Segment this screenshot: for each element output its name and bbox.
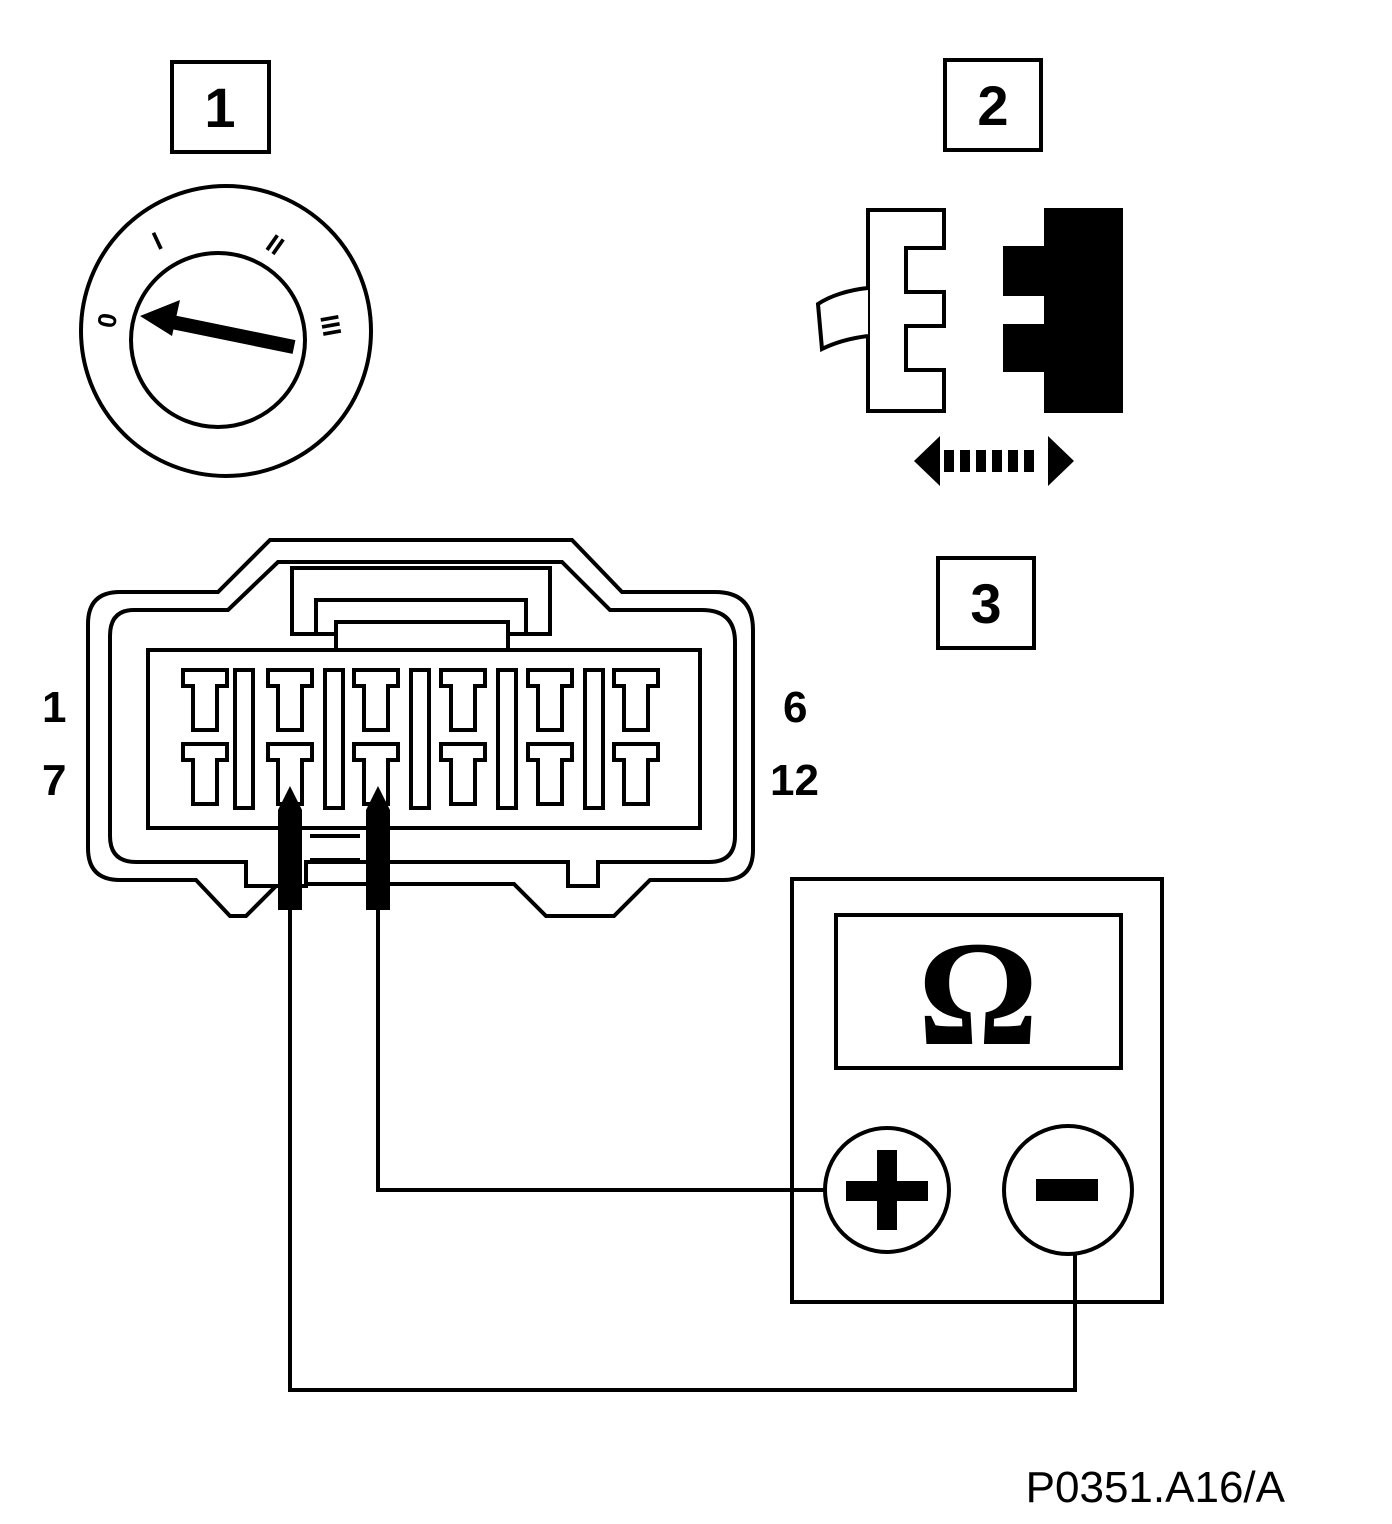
pin-separator-4 — [496, 668, 518, 810]
connector-pin-2 — [266, 668, 314, 732]
callout-2: 2 — [943, 58, 1043, 152]
connector-pin-8 — [266, 742, 314, 806]
pin-separator-2 — [323, 668, 345, 810]
connector-pin-5 — [526, 668, 574, 732]
figure-reference-code: P0351.A16/A — [1026, 1463, 1286, 1512]
connector-pin-1 — [181, 668, 229, 732]
double-arrow-icon — [914, 436, 1074, 486]
plus-terminal-icon — [823, 1126, 951, 1254]
switch-position-3: III — [314, 312, 347, 339]
test-probe-right — [366, 786, 390, 910]
connector-pin-7 — [181, 742, 229, 806]
callout-2-label: 2 — [977, 74, 1008, 137]
pin-label-12: 12 — [770, 756, 819, 805]
pin-label-7: 7 — [42, 756, 66, 805]
callout-1: 1 — [170, 60, 271, 154]
connector-pin-3 — [352, 668, 400, 732]
connector-pin-6 — [612, 668, 660, 732]
lead-to-minus — [288, 910, 1077, 1392]
pin-separator-5 — [583, 668, 605, 810]
connector-pin-4 — [439, 668, 487, 732]
connector-pin-10 — [439, 742, 487, 806]
ohmmeter: Ω — [790, 877, 1164, 1304]
test-leads — [288, 910, 1077, 1392]
connector-pin-field — [181, 668, 660, 810]
connector-pin-9 — [352, 742, 400, 806]
callout-1-label: 1 — [204, 76, 235, 139]
pin-label-1: 1 — [42, 683, 66, 732]
connector-key-slot — [310, 834, 360, 862]
ohm-symbol: Ω — [918, 911, 1038, 1077]
switch-position-0: 0 — [91, 311, 123, 330]
ignition-switch-dial: 0 I II III — [79, 184, 373, 478]
lead-to-plus — [376, 910, 825, 1192]
callout-3: 3 — [936, 556, 1036, 650]
switch-pointer-arrow-icon — [140, 300, 296, 354]
pin-label-6: 6 — [783, 683, 807, 732]
test-probe-left — [278, 786, 302, 910]
ohmmeter-display — [834, 913, 1123, 1070]
callout-3-label: 3 — [970, 572, 1001, 635]
connector-pin-12 — [612, 742, 660, 806]
connector-disconnect-icon — [815, 208, 1123, 486]
pin-separator-1 — [233, 668, 255, 810]
connector-pin-11 — [526, 742, 574, 806]
minus-terminal-icon — [1002, 1124, 1134, 1256]
pin-separator-3 — [409, 668, 431, 810]
